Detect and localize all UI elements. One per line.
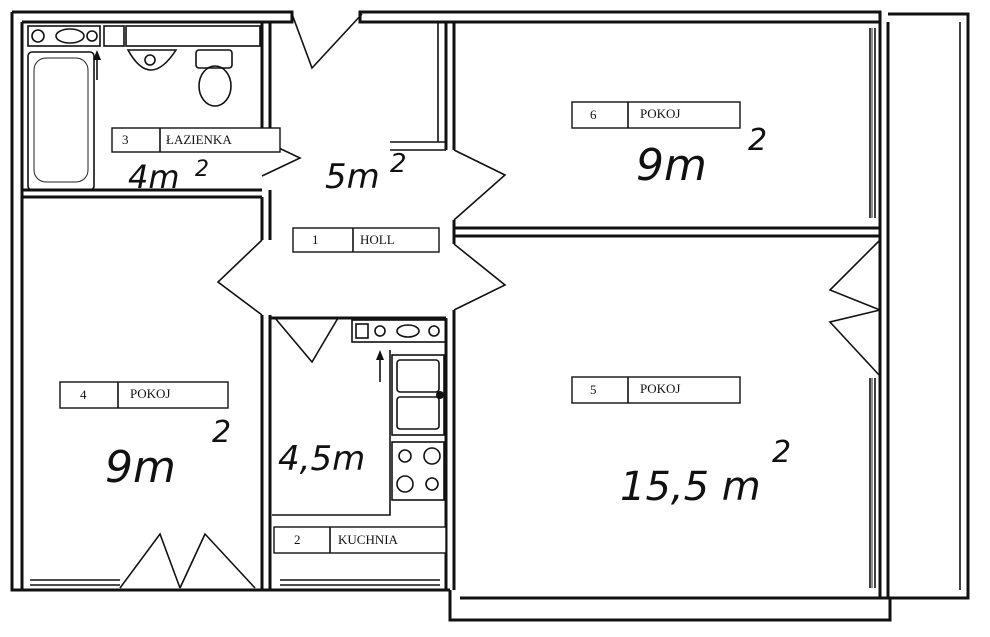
room-label-room6: 6 POKOJ [571,101,741,129]
room-label-room5: 5 POKOJ [571,376,741,404]
area-room6-exponent: 2 [748,123,767,158]
room-number: 4 [80,387,87,402]
kitchen-fixtures [272,319,447,516]
doors [119,13,881,589]
room-name: POKOJ [130,386,170,401]
walls [10,10,970,622]
room-number: 6 [590,107,597,122]
area-bathroom: 4m [128,158,180,196]
area-hall: 5m [325,157,380,197]
room-name: POKOJ [640,381,680,396]
area-room4: 9m [105,442,176,493]
room-label-room4: 4 POKOJ [59,381,229,409]
room-name: KUCHNIA [338,532,399,547]
bathroom-fixtures [27,25,261,191]
room-name: HOLL [360,232,395,247]
room-number: 5 [590,382,597,397]
area-room6: 9m [636,140,707,191]
area-kitchen: 4,5m [278,439,365,479]
area-room5-exponent: 2 [772,435,791,470]
area-room5: 15,5 m [620,464,761,510]
area-hall-exponent: 2 [390,149,407,179]
area-bathroom-exponent: 2 [195,157,209,182]
room-name: ŁAZIENKA [166,132,232,147]
area-room4-exponent: 2 [212,415,231,450]
room-number: 3 [122,132,129,147]
room-name: POKOJ [640,106,680,121]
room-number: 1 [312,232,319,247]
room-label-hall: 1 HOLL [292,227,440,253]
room-label-bathroom: 3 ŁAZIENKA [111,127,281,153]
area-annotations: 5m 2 4,5m 4m 2 9m 2 15,5 m 2 9m 2 [105,123,791,510]
room-label-kitchen: 2 KUCHNIA [273,526,447,554]
room-number: 2 [294,532,301,547]
